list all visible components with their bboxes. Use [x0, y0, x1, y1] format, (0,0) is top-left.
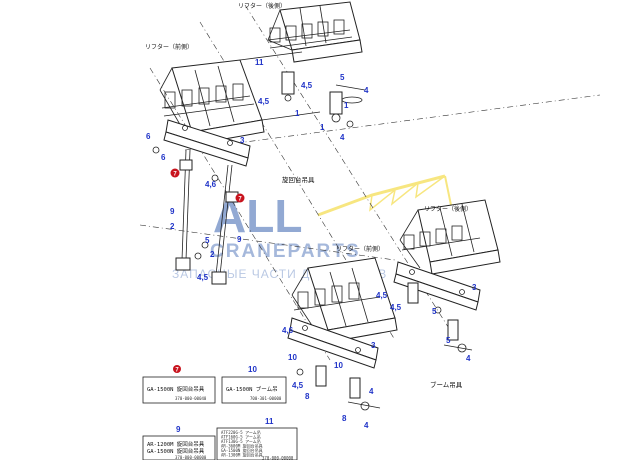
- red-marker-label-a: 7: [173, 172, 177, 178]
- legend-11-line-5: GA-1500N 旋回台吊具: [221, 447, 263, 453]
- callout-45-d: 4,5: [376, 291, 388, 300]
- legend-box-7: [142, 376, 216, 404]
- legend-11-line-6: AR-1300M 旋回台吊具: [221, 452, 263, 458]
- callout-10-a: 10: [288, 353, 297, 362]
- boom-hoist-beam-left: [287, 317, 379, 369]
- callout-4-a: 4: [364, 86, 369, 95]
- callout-2-a: 2: [170, 222, 175, 231]
- callout-1-b: 1: [320, 123, 325, 132]
- callout-45-b: 4,5: [258, 97, 270, 106]
- callout-5-d: 5: [446, 336, 451, 345]
- lifter-mid-right: [399, 199, 501, 275]
- legend-num-10: 10: [248, 365, 257, 374]
- callout-5-c: 5: [432, 307, 437, 316]
- callout-5-a: 5: [340, 73, 345, 82]
- callout-2-b: 2: [210, 250, 215, 259]
- red-marker-label-b: 7: [238, 197, 242, 203]
- centerlines: [139, 4, 601, 361]
- callout-46-a: 4,6: [205, 180, 217, 189]
- shackle-group-bottom: [296, 282, 473, 411]
- callout-45-f: 4,5: [292, 381, 304, 390]
- legend: 7 GA-1500N 旋回台吊具 370-000-00040 10 GA-150…: [142, 365, 298, 460]
- legend-9-code: 370-000-00000: [175, 455, 207, 460]
- callouts: 1 1 1 4 5 4 4,5 11 4,5 6 3 4,6 9 2 5 2 9…: [146, 58, 477, 430]
- label-lifter-bottom: リフター（前側）: [336, 245, 384, 253]
- callout-45-c: 4,5: [197, 273, 209, 282]
- legend-11-line-1: ATF220G-5 アーム吊: [221, 430, 261, 435]
- callout-9-a: 9: [170, 207, 175, 216]
- legend-box-11: [216, 427, 298, 460]
- legend-11-code: 370-000-00000: [262, 456, 294, 460]
- legend-box-10: [221, 376, 287, 404]
- callout-8-b: 8: [342, 414, 347, 423]
- watermark: ALL CRANEPARTS ЗАПАСНЫЕ ЧАСТИ ДЛЯ КРАНОВ: [172, 174, 453, 281]
- shackle-group-top: [281, 71, 366, 128]
- callout-11: 11: [255, 58, 264, 67]
- legend-box-9: [142, 435, 216, 460]
- callout-4-e: 4: [466, 354, 471, 363]
- label-boom-hoist: ブーム吊具: [430, 380, 463, 389]
- swing-hoist-beam: [163, 119, 251, 167]
- label-swing-hoist: 旋回台吊具: [282, 175, 315, 184]
- callout-46-b: 4,6: [282, 326, 294, 335]
- label-lifter-mid: リフター（後側）: [424, 205, 472, 213]
- lifter-bottom: [291, 257, 398, 343]
- callout-6-b: 6: [161, 153, 166, 162]
- legend-11-line-3: ATF130G-5 アーム吊: [221, 439, 261, 444]
- callout-1-c: 1: [344, 101, 349, 110]
- callout-6-a: 6: [146, 132, 151, 141]
- callout-3-b: 3: [472, 283, 477, 292]
- legend-7-line-1: GA-1500N 旋回台吊具: [147, 385, 205, 393]
- callout-4-c: 4: [369, 387, 374, 396]
- callout-45-e: 4,5: [390, 303, 402, 312]
- callout-45-a: 4,5: [301, 81, 313, 90]
- legend-7-code: 370-000-00040: [175, 396, 207, 401]
- callout-10-b: 10: [334, 361, 343, 370]
- legend-num-11: 11: [265, 417, 274, 426]
- callout-9-b: 9: [237, 235, 242, 244]
- legend-10-line-1: GA-1500N ブーム吊: [226, 385, 278, 393]
- callout-3-a: 3: [240, 136, 245, 145]
- legend-num-9: 9: [176, 425, 181, 434]
- legend-10-code: 700-301-00000: [250, 396, 282, 401]
- lifter-top-left: [159, 51, 321, 145]
- label-lifter-left: リフター（前側）: [145, 43, 193, 51]
- legend-9-line-1: AR-1200M 旋回台吊具: [147, 440, 205, 448]
- callout-5-b: 5: [205, 236, 210, 245]
- legend-11-line-2: ATF160G-5 アーム吊: [221, 435, 261, 440]
- red-markers: 7 7: [170, 168, 245, 203]
- callout-4-b: 4: [340, 133, 345, 142]
- callout-3-c: 3: [371, 341, 376, 350]
- legend-11-line-4: AR-3600M 旋回台吊具: [221, 443, 263, 449]
- legend-9-line-2: GA-1500N 旋回台吊具: [147, 447, 205, 455]
- label-lifter-top: リフター（後側）: [238, 2, 286, 10]
- callout-1-a: 1: [295, 109, 300, 118]
- watermark-sub: CRANEPARTS: [210, 241, 361, 262]
- callout-8-a: 8: [305, 392, 310, 401]
- lifter-top-right: [267, 1, 363, 63]
- callout-4-d: 4: [364, 421, 369, 430]
- legend-num-7: 7: [175, 368, 179, 374]
